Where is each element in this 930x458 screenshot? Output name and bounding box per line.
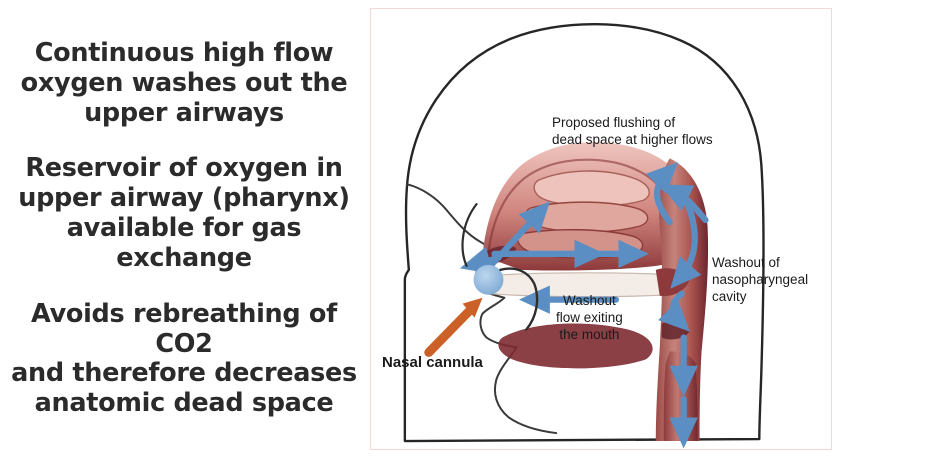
bullet-item-3: Avoids rebreathing of CO2 and therefore … <box>11 298 357 419</box>
cannula-tubing <box>499 267 539 331</box>
arrow-posterior-up <box>660 184 709 224</box>
head-outline <box>403 22 765 443</box>
bullet-item-2: Reservoir of oxygen in upper airway (pha… <box>18 153 350 273</box>
bullet-item-1: Continuous high flow oxygen washes out t… <box>20 37 348 128</box>
arrow-pharynx-down-1 <box>670 201 702 289</box>
head-airway-illustration <box>403 22 765 449</box>
label-proposed-flushing: Proposed flushing of dead space at highe… <box>552 115 713 148</box>
label-nasal-cannula: Nasal cannula <box>382 354 483 371</box>
anatomy-figure-panel <box>370 8 832 450</box>
label-nasopharyngeal-washout: Washout of nasopharyngeal cavity <box>712 255 809 305</box>
arrow-exit-nostril <box>459 246 502 274</box>
arrow-nasopharynx-curve <box>646 162 678 226</box>
cannula-pointer-arrow <box>424 297 483 357</box>
nasal-cannula-device <box>461 203 539 331</box>
label-mouth-washout: Washout flow exiting the mouth <box>556 293 623 343</box>
bullet-text-column: Continuous high flow oxygen washes out t… <box>0 0 368 458</box>
face-profile-outline <box>405 183 558 435</box>
arrow-pharynx-loop <box>658 290 690 332</box>
cannula-prong-icon <box>473 264 504 295</box>
airflow-arrows <box>459 162 709 449</box>
cannula-tubing-upper <box>461 203 478 267</box>
